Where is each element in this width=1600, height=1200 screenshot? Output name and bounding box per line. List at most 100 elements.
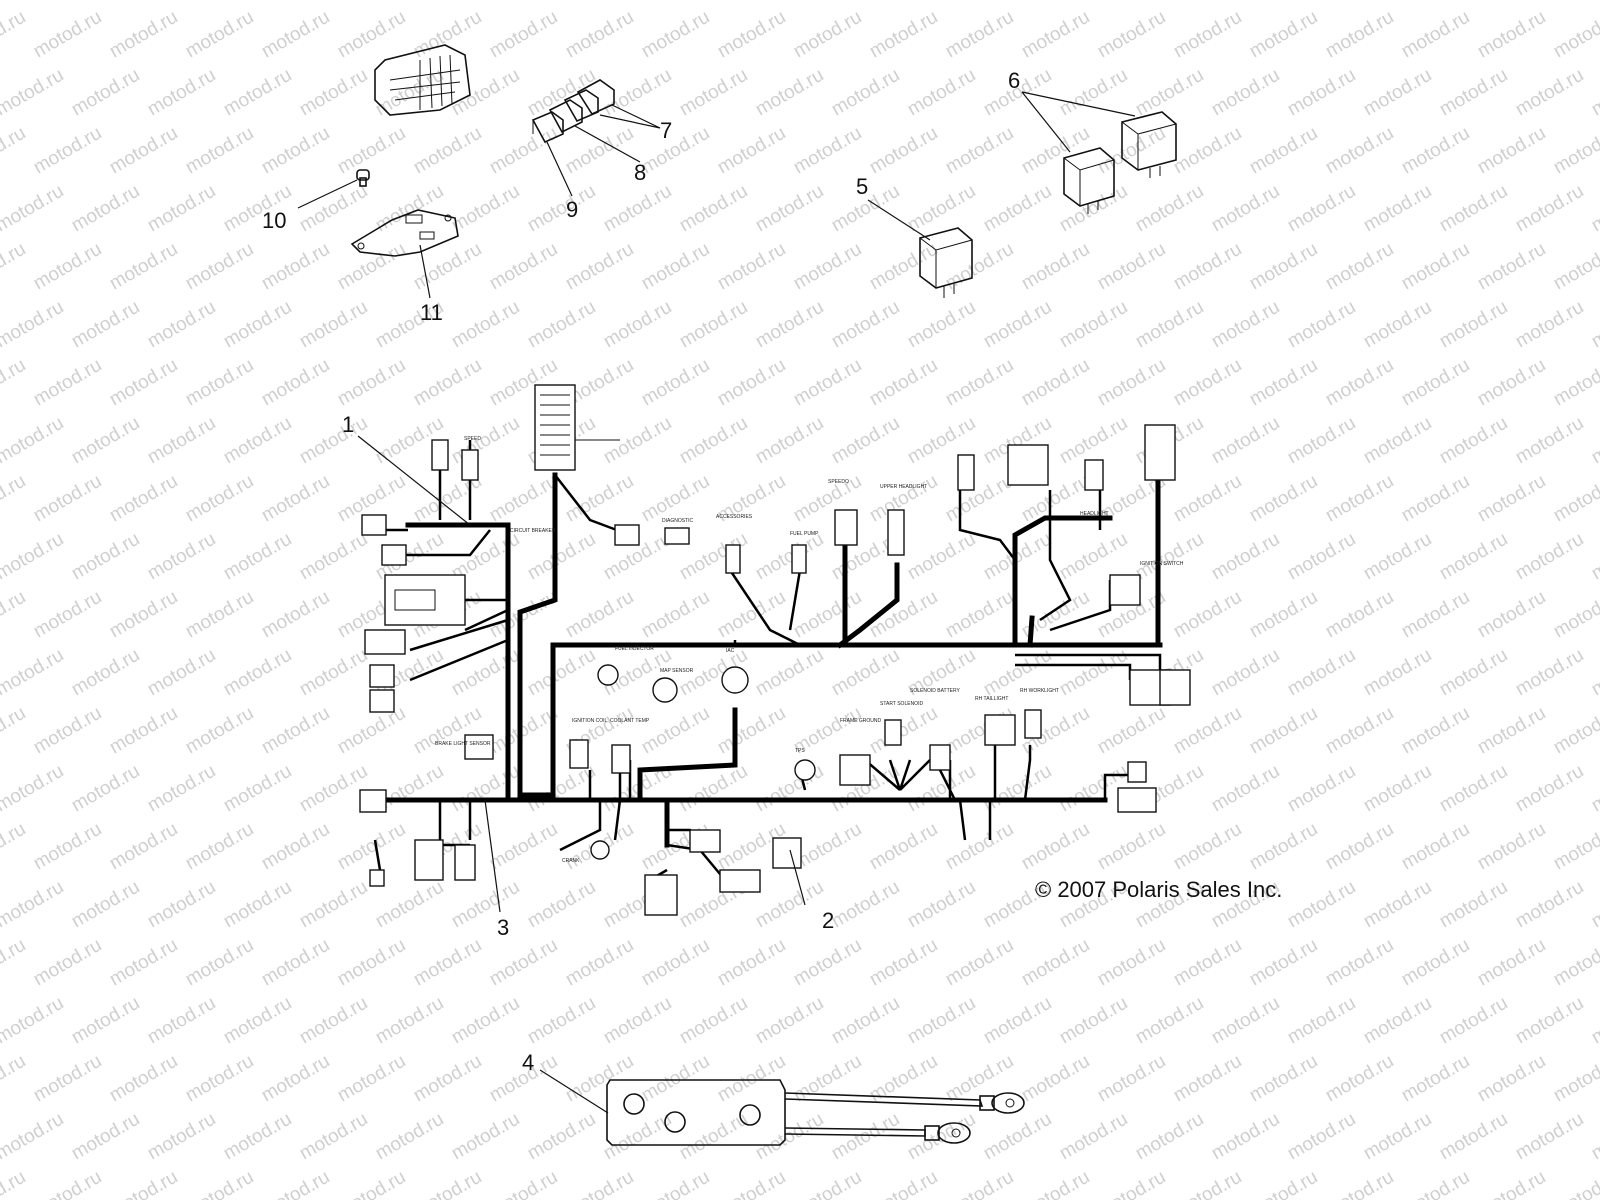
watermark-text: motod.ru xyxy=(942,819,1017,875)
watermark-text: motod.ru xyxy=(296,877,371,933)
watermark-text: motod.ru xyxy=(0,529,67,585)
watermark-text: motod.ru xyxy=(1360,645,1435,701)
watermark-text: motod.ru xyxy=(410,1051,485,1107)
watermark-text: motod.ru xyxy=(448,65,523,121)
watermark-text: motod.ru xyxy=(1474,123,1549,179)
watermark-text: motod.ru xyxy=(1588,1109,1600,1165)
watermark-text: motod.ru xyxy=(714,935,789,991)
watermark-text: motod.ru xyxy=(1132,65,1207,121)
watermark-text: motod.ru xyxy=(524,529,599,585)
watermark-text: motod.ru xyxy=(220,529,295,585)
watermark-text: motod.ru xyxy=(866,239,941,295)
watermark-text: motod.ru xyxy=(68,181,143,237)
watermark-text: motod.ru xyxy=(334,239,409,295)
watermark-text: motod.ru xyxy=(714,123,789,179)
watermark-text: motod.ru xyxy=(1170,471,1245,527)
watermark-text: motod.ru xyxy=(676,0,751,4)
watermark-text: motod.ru xyxy=(1284,297,1359,353)
watermark-text: motod.ru xyxy=(676,413,751,469)
main-harness xyxy=(373,390,1163,882)
watermark-text: motod.ru xyxy=(1056,993,1131,1049)
watermark-text: motod.ru xyxy=(182,703,257,759)
watermark-text: motod.ru xyxy=(1284,413,1359,469)
harness-label: FUEL INJECTOR xyxy=(615,646,654,652)
watermark-text: motod.ru xyxy=(752,529,827,585)
watermark-text: motod.ru xyxy=(828,877,903,933)
watermark-text: motod.ru xyxy=(980,0,1055,4)
watermark-text: motod.ru xyxy=(1474,471,1549,527)
watermark-text: motod.ru xyxy=(0,7,29,63)
watermark-text: motod.ru xyxy=(980,761,1055,817)
watermark-text: motod.ru xyxy=(828,413,903,469)
watermark-text: motod.ru xyxy=(1550,471,1600,527)
watermark-text: motod.ru xyxy=(30,355,105,411)
watermark-text: motod.ru xyxy=(106,7,181,63)
watermark-text: motod.ru xyxy=(334,355,409,411)
harness-label: RH TAILLIGHT xyxy=(975,696,1008,702)
watermark-text: motod.ru xyxy=(0,123,29,179)
watermark-text: motod.ru xyxy=(1284,181,1359,237)
watermark-text: motod.ru xyxy=(562,7,637,63)
watermark-text: motod.ru xyxy=(1056,1109,1131,1165)
watermark-text: motod.ru xyxy=(752,877,827,933)
watermark-text: motod.ru xyxy=(1322,7,1397,63)
watermark-text: motod.ru xyxy=(1588,761,1600,817)
watermark-text: motod.ru xyxy=(1094,123,1169,179)
watermark-text: motod.ru xyxy=(448,877,523,933)
watermark-text: motod.ru xyxy=(220,761,295,817)
watermark-text: motod.ru xyxy=(1018,355,1093,411)
harness-label: SOLENOID BATTERY xyxy=(910,688,960,694)
watermark-text: motod.ru xyxy=(1018,1051,1093,1107)
copyright-text: © 2007 Polaris Sales Inc. xyxy=(1035,877,1282,902)
bolt-icon xyxy=(356,169,370,187)
watermark-text: motod.ru xyxy=(68,0,143,4)
watermark-text: motod.ru xyxy=(1208,761,1283,817)
watermark-text: motod.ru xyxy=(1170,1051,1245,1107)
watermark-text: motod.ru xyxy=(752,413,827,469)
watermark-text: motod.ru xyxy=(486,7,561,63)
watermark-text: motod.ru xyxy=(182,7,257,63)
watermark-text: motod.ru xyxy=(1170,587,1245,643)
watermark-text: motod.ru xyxy=(1094,7,1169,63)
watermark-text: motod.ru xyxy=(524,1109,599,1165)
watermark-text: motod.ru xyxy=(866,1167,941,1200)
watermark-text: motod.ru xyxy=(68,529,143,585)
watermark-text: motod.ru xyxy=(410,7,485,63)
watermark-text: motod.ru xyxy=(106,355,181,411)
watermark-text: motod.ru xyxy=(1132,181,1207,237)
watermark-text: motod.ru xyxy=(0,1051,29,1107)
watermark-text: motod.ru xyxy=(1246,1167,1321,1200)
watermark-text: motod.ru xyxy=(1588,877,1600,933)
watermark-text: motod.ru xyxy=(144,297,219,353)
watermark-text: motod.ru xyxy=(1512,1109,1587,1165)
watermark-text: motod.ru xyxy=(790,355,865,411)
watermark-text: motod.ru xyxy=(714,1051,789,1107)
watermark-text: motod.ru xyxy=(182,239,257,295)
callout-number: 3 xyxy=(497,915,509,940)
watermark-text: motod.ru xyxy=(30,239,105,295)
watermark-text: motod.ru xyxy=(828,0,903,4)
watermark-text: motod.ru xyxy=(258,587,333,643)
watermark-text: motod.ru xyxy=(638,7,713,63)
watermark-text: motod.ru xyxy=(638,1051,713,1107)
watermark-text: motod.ru xyxy=(752,297,827,353)
watermark-text: motod.ru xyxy=(1360,761,1435,817)
watermark-text: motod.ru xyxy=(828,297,903,353)
watermark-text: motod.ru xyxy=(106,123,181,179)
watermark-text: motod.ru xyxy=(1360,1109,1435,1165)
watermark-text: motod.ru xyxy=(296,993,371,1049)
watermark-text: motod.ru xyxy=(486,239,561,295)
watermark-text: motod.ru xyxy=(448,413,523,469)
watermark-text: motod.ru xyxy=(942,471,1017,527)
watermark-text: motod.ru xyxy=(1588,645,1600,701)
harness-label: IGNITION COIL xyxy=(572,718,608,724)
watermark-text: motod.ru xyxy=(1056,0,1131,4)
watermark-text: motod.ru xyxy=(0,993,67,1049)
watermark-text: motod.ru xyxy=(1208,529,1283,585)
watermark-text: motod.ru xyxy=(1436,645,1511,701)
watermark-text: motod.ru xyxy=(562,587,637,643)
watermark-text: motod.ru xyxy=(0,239,29,295)
watermark-text: motod.ru xyxy=(0,471,29,527)
watermark-text: motod.ru xyxy=(1512,65,1587,121)
watermark-text: motod.ru xyxy=(1170,935,1245,991)
